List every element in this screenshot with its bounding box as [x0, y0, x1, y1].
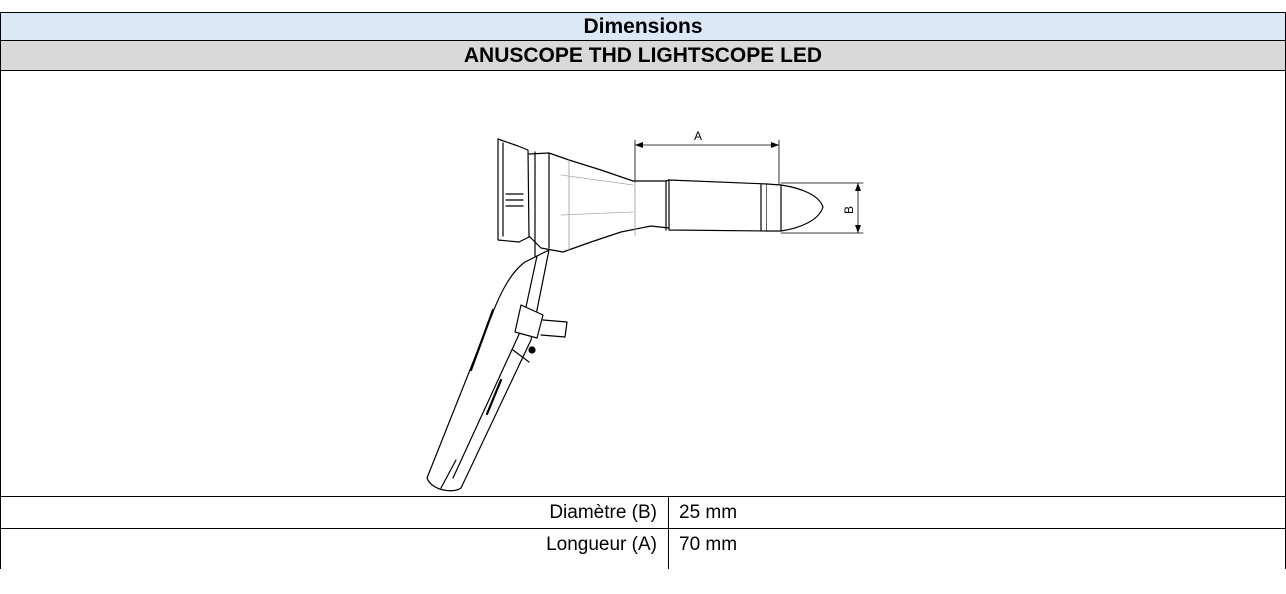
dimension-a-label: A	[694, 129, 702, 143]
row-value: 70 mm	[679, 534, 738, 555]
dimension-b-label: B	[842, 206, 856, 214]
row-label: Diamètre (B)	[1, 497, 669, 528]
table-row: Diamètre (B) 25 mm	[0, 497, 1286, 529]
row-label: Longueur (A)	[1, 529, 669, 569]
anuscope-drawing: A B	[426, 129, 864, 492]
row-value: 25 mm	[679, 502, 738, 523]
table-row: Longueur (A) 70 mm	[0, 529, 1286, 569]
figure-cell: A B	[0, 71, 1286, 497]
product-name: ANUSCOPE THD LIGHTSCOPE LED	[0, 41, 1286, 71]
table-title: Dimensions	[0, 12, 1286, 41]
